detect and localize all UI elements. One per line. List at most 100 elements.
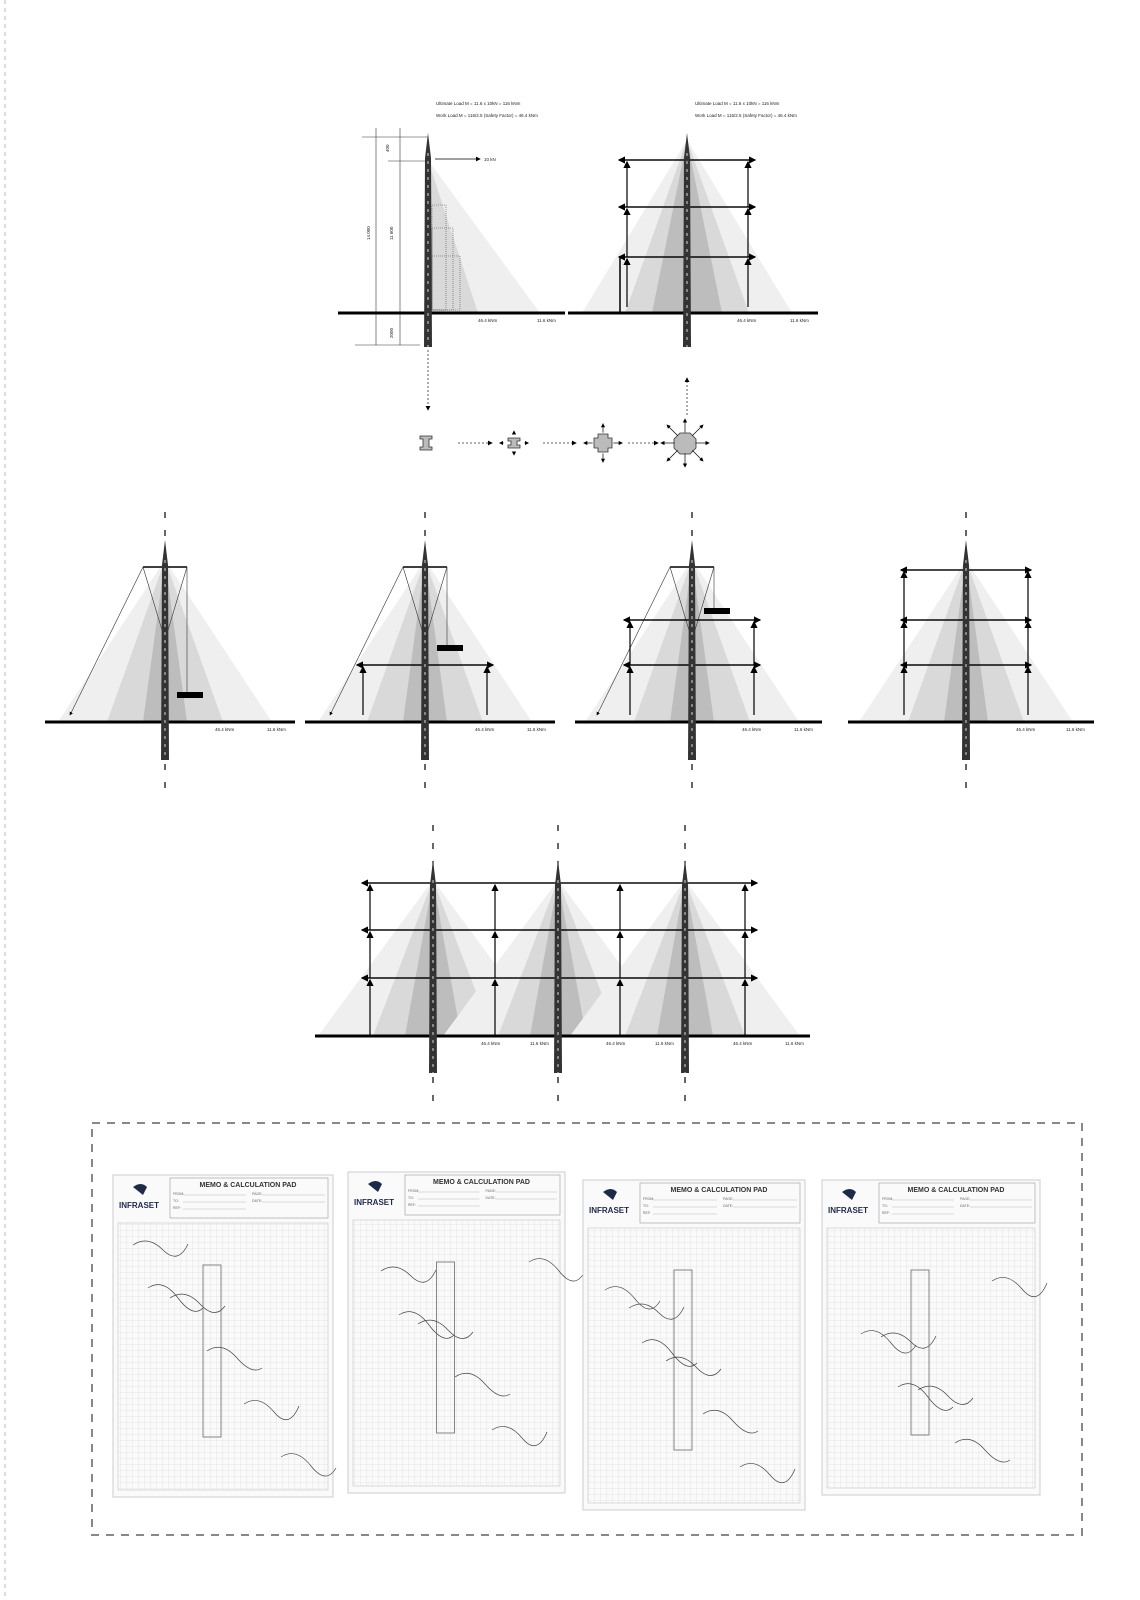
lifted-segment <box>437 645 463 651</box>
grid-area <box>826 1227 1036 1489</box>
octagon-section-icon <box>673 432 697 455</box>
work-moment-label: 46.4 kNm <box>606 1041 626 1046</box>
memo-title: MEMO & CALCULATION PAD <box>200 1182 297 1189</box>
work-moment-label: 46.4 kNm <box>737 318 757 323</box>
diagram-stage-2: 46.4 kNm 11.6 kNm <box>305 512 555 795</box>
dim-above-label: 11 600 <box>389 226 394 240</box>
field-label: DATE: <box>960 1204 970 1208</box>
field-label: DATE: <box>252 1199 262 1203</box>
brand-logo-icon <box>133 1184 147 1195</box>
ultimate-load-equation: Ultimate Load M = 11.6 x 10kN = 116 kNm <box>695 101 780 106</box>
cross-section-evolution <box>419 350 710 468</box>
field-label: PAGE: <box>252 1192 262 1196</box>
memo-pad-sketch-4: MEMO & CALCULATION PADINFRASETFROM:TO:RE… <box>821 1179 1048 1496</box>
sketched-pole <box>673 1269 693 1451</box>
header-box <box>169 1177 329 1219</box>
dim-top-label: 400 <box>385 144 390 152</box>
field-label: REF: <box>408 1203 416 1207</box>
dim-total-label: 14 000 <box>366 226 371 240</box>
pole <box>683 133 691 347</box>
sketched-pole <box>436 1261 455 1434</box>
pole <box>429 860 437 1073</box>
work-moment-label: 46.4 kNm <box>478 318 498 323</box>
load-direction-arrow <box>666 424 678 436</box>
field-label: FROM: <box>408 1189 419 1193</box>
equations-left: Ultimate Load M = 11.6 x 10kN = 116 kNm … <box>436 101 538 118</box>
load-direction-arrow <box>692 424 704 436</box>
ultimate-moment-label: 11.6 kNm <box>537 318 556 323</box>
load-direction-arrow <box>692 450 704 462</box>
work-load-equation: Work Load M = 116/2.5 (Safety Factor) = … <box>695 113 797 118</box>
work-load-equation: Work Load M = 116/2.5 (Safety Factor) = … <box>436 113 538 118</box>
hand-sketch <box>604 1286 796 1483</box>
pole <box>554 860 562 1073</box>
hoist-cable <box>69 566 144 716</box>
header-box <box>639 1182 801 1224</box>
field-label: DATE: <box>486 1196 496 1200</box>
memo-title: MEMO & CALCULATION PAD <box>433 1179 530 1186</box>
dim-below-label: 2000 <box>389 327 394 338</box>
memo-pad-sketch-3: MEMO & CALCULATION PADINFRASETFROM:TO:RE… <box>582 1179 806 1511</box>
memo-title: MEMO & CALCULATION PAD <box>671 1187 768 1194</box>
ultimate-moment-label: 11.6 kNm <box>790 318 809 323</box>
i-section-icon <box>419 435 433 451</box>
diagram-stage-4: 46.4 kNm 11.6 kNm <box>848 512 1094 795</box>
brand-logo-icon <box>842 1189 856 1200</box>
memo-pad-sketch-1: MEMO & CALCULATION PADINFRASETFROM:TO:RE… <box>112 1174 337 1498</box>
brand-logo-icon <box>603 1189 617 1200</box>
ultimate-moment-label: 11.6 kNm <box>267 727 286 732</box>
work-moment-label: 46.4 kNm <box>215 727 235 732</box>
memo-pad-sketch-2: MEMO & CALCULATION PAD INFRASET FROM: TO: RE… <box>347 1171 585 1494</box>
sketches-frame <box>91 1122 1083 1536</box>
ultimate-moment-label: 11.6 kNm <box>794 727 813 732</box>
work-moment-label: 46.4 kNm <box>742 727 762 732</box>
hoist-cable <box>329 566 404 716</box>
hoist-cable <box>596 566 671 716</box>
field-label: TO: <box>408 1196 414 1200</box>
field-label: TO: <box>882 1204 888 1208</box>
header-box <box>404 1174 561 1216</box>
field-label: PAGE: <box>960 1197 970 1201</box>
ultimate-moment-label: 11.6 kNm <box>655 1041 674 1046</box>
pole <box>424 133 432 347</box>
memo-title: MEMO & CALCULATION PAD <box>908 1187 1005 1194</box>
cross-section-icon <box>593 433 613 453</box>
lifted-segment <box>704 608 730 614</box>
load-direction-arrow <box>666 450 678 462</box>
work-moment-label: 46.4 kNm <box>733 1041 753 1046</box>
brand-logo: INFRASET <box>119 1201 159 1210</box>
pole <box>681 860 689 1073</box>
field-label: FROM: <box>882 1197 893 1201</box>
equations-right: Ultimate Load M = 11.6 x 10kN = 116 kNm … <box>695 101 797 118</box>
reinforced-section-icon <box>507 437 521 449</box>
lifted-segment <box>177 692 203 698</box>
brand-logo: INFRASET <box>354 1198 394 1207</box>
brand-logo: INFRASET <box>828 1206 868 1215</box>
hand-sketch <box>132 1240 337 1477</box>
force-label: 10 kN <box>484 157 496 162</box>
grid-area <box>117 1222 329 1491</box>
work-moment-cone <box>428 160 478 313</box>
header-box <box>878 1182 1036 1224</box>
field-label: DATE: <box>723 1204 733 1208</box>
diagram-stage-1: 46.4 kNm 11.6 kNm <box>45 512 295 795</box>
hand-sketch <box>380 1258 585 1446</box>
field-label: PAGE: <box>486 1189 496 1193</box>
ultimate-moment-label: 11.6 kNm <box>1066 727 1085 732</box>
dimension-lines <box>355 128 428 346</box>
brand-logo-icon <box>368 1181 382 1192</box>
work-moment-label: 46.4 kNm <box>475 727 495 732</box>
sketched-pole <box>910 1269 930 1436</box>
sketched-pole <box>202 1264 222 1438</box>
ultimate-moment-label: 11.6 kNm <box>785 1041 804 1046</box>
diagram-frame-pole: 46.4 kNm 11.6 kNm <box>568 133 818 347</box>
field-label: PAGE: <box>723 1197 733 1201</box>
work-moment-label: 46.4 kNm <box>1016 727 1036 732</box>
ultimate-moment-label: 11.6 kNm <box>527 727 546 732</box>
load-grid <box>431 255 461 311</box>
field-label: FROM: <box>643 1197 654 1201</box>
diagram-stage-3: 46.4 kNm 11.6 kNm <box>575 512 822 795</box>
field-label: REF: <box>173 1206 181 1210</box>
